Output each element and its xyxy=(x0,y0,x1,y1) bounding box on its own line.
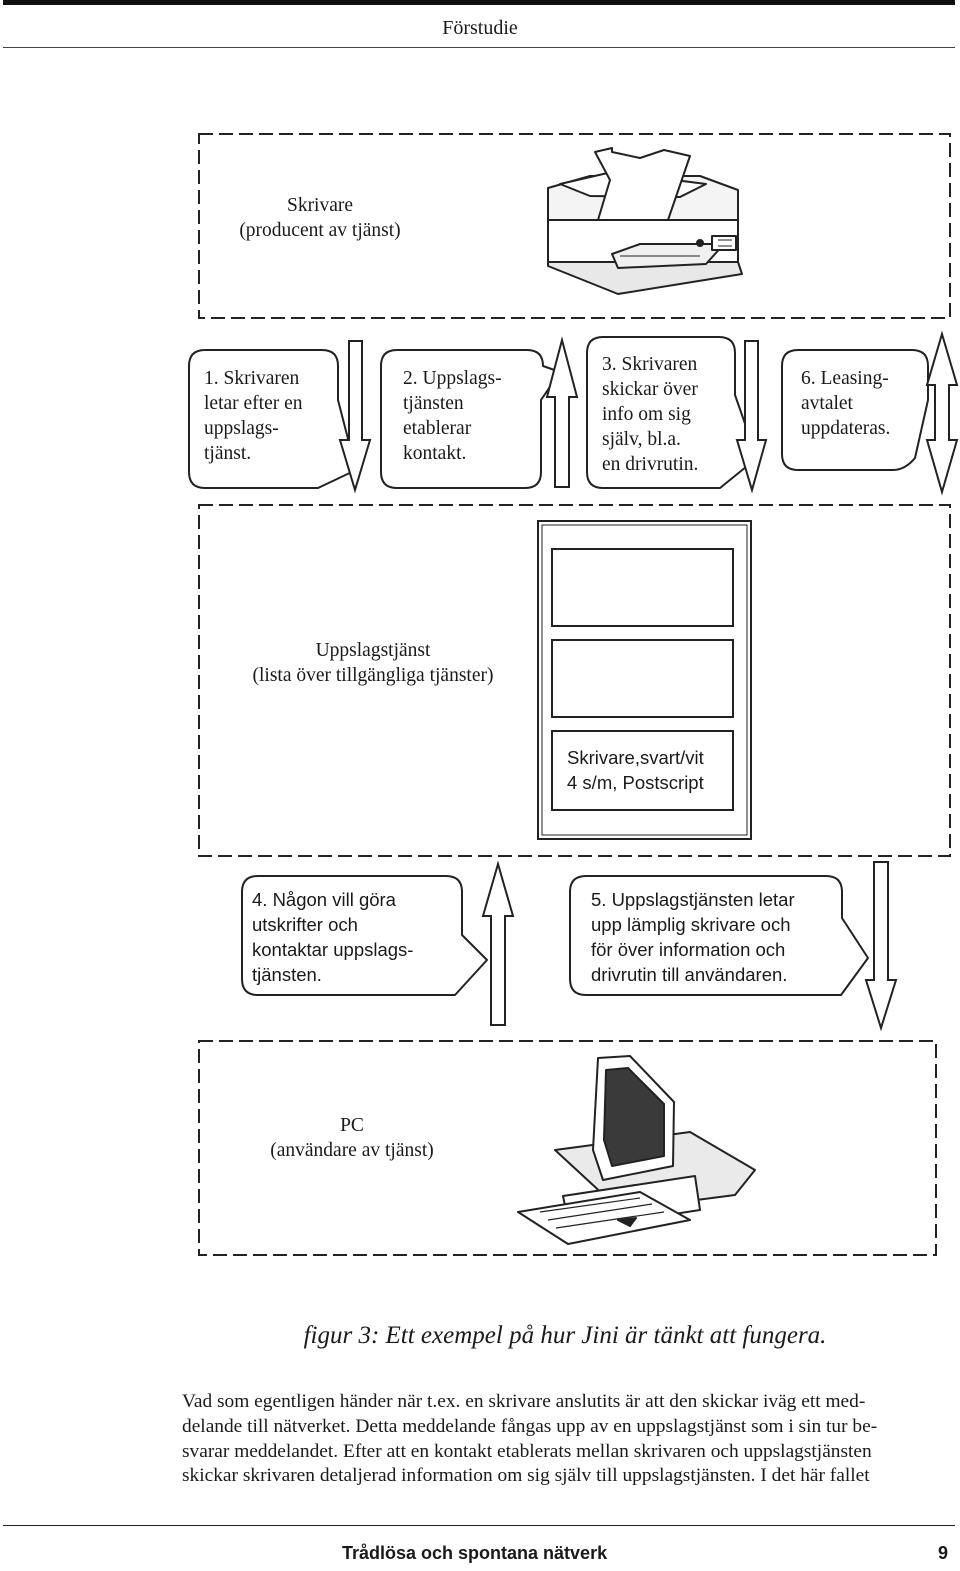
service-slot-1 xyxy=(551,548,734,627)
bubble-3 xyxy=(586,336,758,489)
header-rule xyxy=(3,0,955,5)
bubble-6 xyxy=(781,349,929,471)
lookup-box-subtitle: (lista över tillgängliga tjänster) xyxy=(252,665,494,686)
pc-box-title: PC xyxy=(340,1115,364,1136)
pc-dashed-box xyxy=(198,1040,937,1256)
pc-illustration xyxy=(517,1055,756,1245)
printer-illustration xyxy=(547,147,743,295)
page-number: 9 xyxy=(938,1543,949,1563)
paragraph-line: skickar skrivaren detaljerad information… xyxy=(182,1465,870,1487)
paragraph-line: Vad som egentligen händer när t.ex. en s… xyxy=(182,1391,866,1412)
arrow-up-4 xyxy=(481,860,515,1026)
printer-dashed-box xyxy=(198,133,951,319)
printer-box-subtitle: (producent av tjänst) xyxy=(239,220,401,241)
body-paragraph: Vad som egentligen händer när t.ex. en s… xyxy=(182,1390,942,1489)
paragraph-line: delande till nätverket. Detta meddelande… xyxy=(182,1415,878,1437)
footer-divider xyxy=(3,1525,955,1526)
bubble-2 xyxy=(380,349,561,489)
arrow-up-2 xyxy=(545,336,579,488)
printer-box-title: Skrivare xyxy=(286,195,354,216)
service-list-panel xyxy=(537,520,752,840)
arrow-down-1 xyxy=(338,340,372,494)
footer-title: Trådlösa och spontana nätverk xyxy=(342,1543,608,1563)
pc-box-subtitle: (användare av tjänst) xyxy=(270,1140,434,1161)
lookup-dashed-box xyxy=(198,504,951,857)
arrow-down-5 xyxy=(864,861,898,1032)
bubble-4 xyxy=(241,875,488,996)
figure-caption: figur 3: Ett exempel på hur Jini är tänk… xyxy=(303,1322,827,1349)
bubble-5 xyxy=(569,875,869,996)
lookup-box-title: Uppslagstjänst xyxy=(315,640,431,661)
paragraph-line: svarar meddelandet. Efter att en kontakt… xyxy=(182,1440,872,1462)
page-header-title: Förstudie xyxy=(442,17,518,39)
service-slot-3 xyxy=(551,730,734,811)
arrow-double-6 xyxy=(925,330,959,496)
arrow-down-3 xyxy=(735,340,768,494)
header-divider xyxy=(3,47,955,48)
bubble-1 xyxy=(188,349,357,489)
service-slot-2 xyxy=(551,639,734,718)
